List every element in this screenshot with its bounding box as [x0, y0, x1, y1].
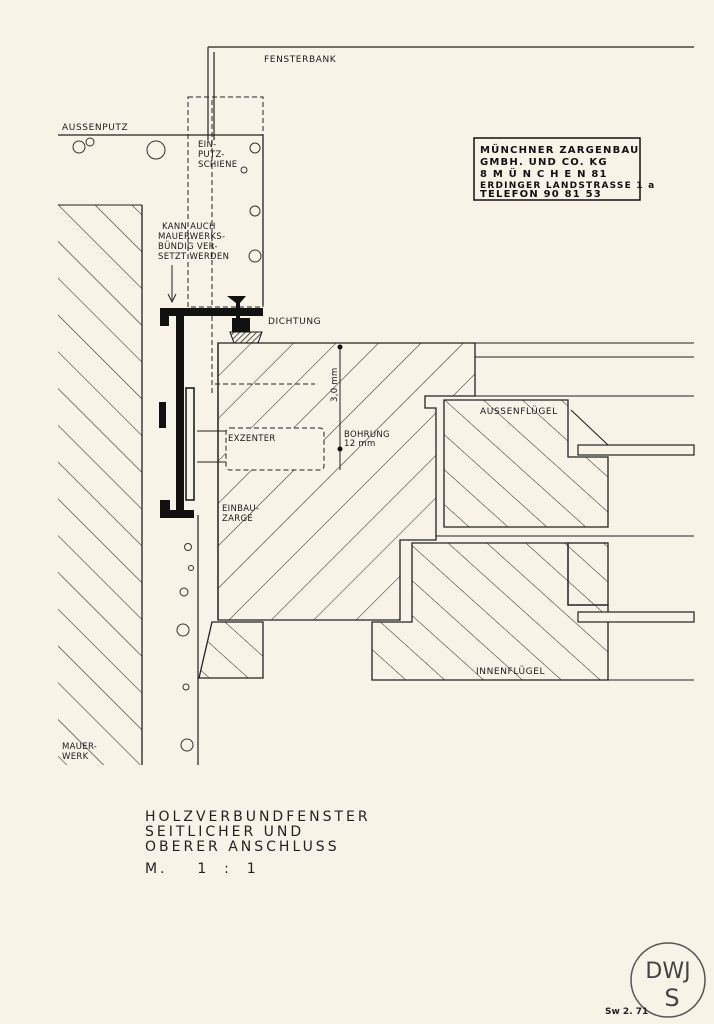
- label-einputz-1: EIN-: [198, 140, 217, 150]
- stamp-line-1: MÜNCHNER ZARGENBAU: [480, 142, 639, 156]
- outer-sash: [436, 395, 695, 537]
- title-line-1: HOLZVERBUNDFENSTER: [145, 809, 371, 825]
- label-einbau-1: EINBAU-: [222, 504, 259, 514]
- label-kann-3: BÜNDIG VER-: [158, 241, 218, 252]
- exterior-render: [58, 134, 264, 305]
- seal-profile: [227, 296, 263, 344]
- masonry-wall: [58, 204, 143, 765]
- label-aussenfluegel: AUSSENFLÜGEL: [480, 406, 558, 417]
- label-mauer-2: WERK: [62, 752, 89, 762]
- label-kann-1: KANN AUCH: [162, 222, 216, 232]
- metal-profile: [159, 308, 263, 518]
- label-exzenter: EXZENTER: [228, 434, 276, 444]
- note-arrow: [167, 265, 177, 304]
- window-sill: [207, 46, 694, 140]
- label-dichtung: DICHTUNG: [268, 317, 321, 327]
- label-kann-4: SETZT WERDEN: [158, 252, 229, 262]
- label-einputz-2: PUTZ-: [198, 150, 225, 160]
- stamp-line-5: TELEFON 90 81 53: [480, 189, 602, 200]
- label-kann-2: MAUERWERKS-: [158, 232, 225, 242]
- seal-bottom-text: S: [664, 984, 679, 1012]
- label-dim-30mm: 3,0 mm: [330, 367, 340, 402]
- label-einputz-3: SCHIENE: [198, 160, 237, 170]
- stamp-line-3: 8 M Ü N C H E N 81: [480, 166, 608, 180]
- label-aussenputz: AUSSENPUTZ: [62, 123, 128, 133]
- label-mauer-1: MAUER-: [62, 742, 97, 752]
- seal-top-text: DWJ: [645, 959, 690, 984]
- archive-seal: DWJ S: [630, 942, 706, 1018]
- inner-sash: [371, 542, 695, 681]
- glazing-lines: [475, 342, 694, 681]
- label-bohrung-1: BOHRUNG: [344, 430, 390, 440]
- stamp-line-4: ERDINGER LANDSTRASSE 1 a: [480, 181, 655, 191]
- label-fensterbank: FENSTERBANK: [264, 55, 337, 65]
- label-einbau-2: ZARGE: [222, 514, 253, 524]
- label-innenfluegel: INNENFLÜGEL: [476, 666, 545, 677]
- title-line-3: OBERER ANSCHLUSS: [145, 839, 340, 855]
- sheet-reference: Sw 2. 71: [605, 1007, 648, 1017]
- installation-frame: [197, 342, 476, 621]
- title-scale: M. 1 : 1: [145, 861, 259, 877]
- company-stamp: [473, 137, 641, 201]
- plaster-strip: [176, 515, 199, 765]
- stamp-line-2: GMBH. UND CO. KG: [480, 157, 608, 168]
- lower-frame-piece: [198, 621, 264, 679]
- title-line-2: SEITLICHER UND: [145, 824, 304, 840]
- label-bohrung-2: 12 mm: [344, 439, 376, 449]
